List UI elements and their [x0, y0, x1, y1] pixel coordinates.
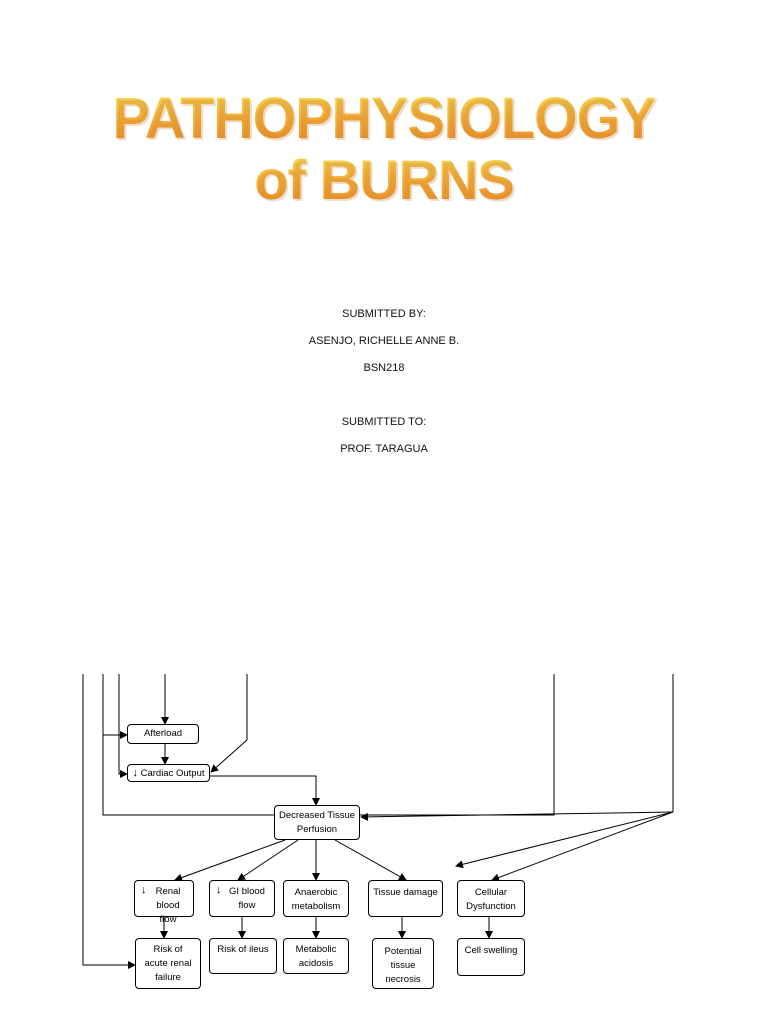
decreased-perfusion-label: Decreased Tissue Perfusion [278, 810, 356, 835]
tissue-damage-label: Tissue damage [373, 887, 438, 898]
connector-line [210, 775, 320, 806]
connector-line [210, 674, 248, 773]
connector-line [237, 839, 299, 881]
down-arrow-icon: ↓ [216, 884, 222, 896]
renal-failure-box: Risk of acute renal failure [135, 938, 201, 989]
cardiac-output-box: ↓ Cardiac Output [127, 764, 210, 782]
down-arrow-icon: ↓ [141, 884, 147, 896]
tissue-damage-box: Tissue damage [368, 880, 443, 917]
necrosis-box: Potential tissue necrosis [372, 938, 434, 989]
gi-blood-flow-box: ↓ GI blood flow [209, 880, 275, 917]
anaerobic-label: Anaerobic metabolism [291, 887, 341, 912]
connector-line [118, 674, 128, 778]
connector-line [102, 674, 274, 816]
gi-blood-flow-label: GI blood flow [229, 886, 265, 911]
cellular-dysfunction-box: Cellular Dysfunction [457, 880, 525, 917]
down-arrow-icon: ↓ [132, 767, 138, 779]
connector-line [455, 811, 674, 869]
connector-line [82, 674, 136, 969]
cellular-dysfunction-label: Cellular Dysfunction [466, 887, 516, 912]
connector-line [360, 674, 555, 816]
ileus-box: Risk of ileus [209, 938, 277, 974]
renal-failure-label: Risk of acute renal failure [144, 944, 192, 983]
title-line-2: of BURNS [0, 150, 768, 210]
necrosis-label: Potential tissue necrosis [384, 946, 422, 985]
student-name: ASENJO, RICHELLE ANNE B. [308, 335, 460, 347]
submitted-by-label: SUBMITTED BY: [342, 308, 426, 320]
acidosis-label: Metabolic acidosis [295, 944, 337, 969]
connector-line [491, 811, 674, 882]
renal-blood-flow-label: Renal blood flow [155, 886, 181, 925]
afterload-box: Afterload [127, 724, 199, 744]
ileus-label: Risk of ileus [217, 944, 269, 955]
decreased-perfusion-box: Decreased Tissue Perfusion [274, 805, 360, 840]
acidosis-box: Metabolic acidosis [283, 938, 349, 974]
connector-line [360, 811, 674, 821]
anaerobic-box: Anaerobic metabolism [283, 880, 349, 917]
renal-blood-flow-box: ↓ Renal blood flow [134, 880, 194, 925]
cardiac-output-label: Cardiac Output [140, 768, 205, 779]
title-line-1: PATHOPHYSIOLOGY [0, 86, 768, 150]
cell-swelling-label: Cell swelling [464, 945, 518, 956]
submitted-to-label: SUBMITTED TO: [341, 416, 427, 428]
connector-line [174, 839, 286, 882]
connector-line [334, 839, 407, 881]
cell-swelling-box: Cell swelling [457, 938, 525, 976]
professor-name: PROF. TARAGUA [340, 443, 428, 455]
afterload-label: Afterload [143, 728, 183, 739]
section: BSN218 [363, 362, 405, 374]
